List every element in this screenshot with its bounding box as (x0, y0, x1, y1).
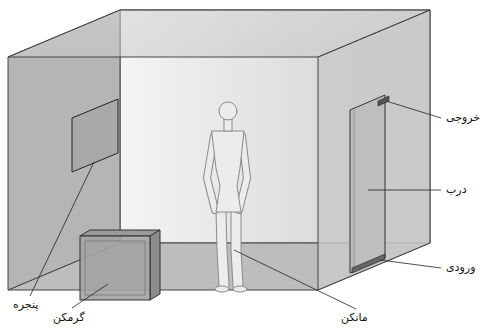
window (72, 99, 118, 172)
part-label: گرمکن (52, 311, 86, 324)
part-label: خروجی (445, 111, 481, 124)
door-frame (354, 110, 355, 270)
inlet-gap (352, 254, 385, 273)
part-label: پنجره (12, 298, 39, 311)
part-label: درب (445, 183, 468, 196)
ceiling (8, 10, 430, 57)
heater (80, 230, 160, 300)
part-label: مانکن (340, 311, 369, 324)
door (350, 95, 385, 273)
leader-lines (30, 101, 441, 309)
part-label: ورودی (445, 261, 476, 274)
mannequin (207, 102, 247, 292)
right-wall (318, 10, 430, 290)
